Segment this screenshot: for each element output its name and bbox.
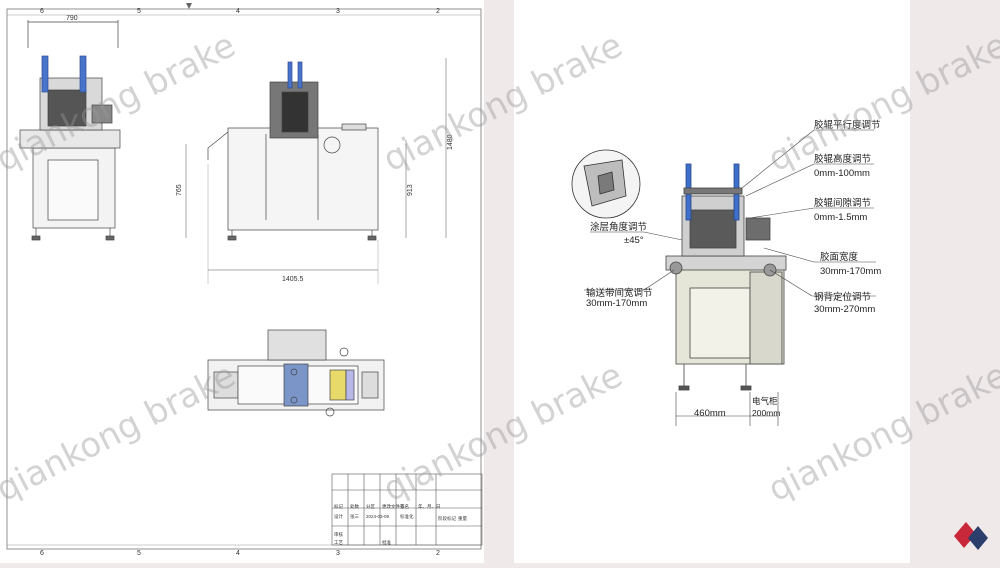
drawing-border (6, 8, 482, 550)
dim-overall-height: 1480 (447, 134, 454, 150)
coating-machine-illustration (665, 163, 787, 391)
annotated-machine-sheet: 胶辊平行度调节 胶辊高度调节 0mm-100mm 胶辊间隙调节 0mm-1.5m… (514, 0, 910, 563)
zone-number: 3 (336, 8, 340, 15)
title-cell: 分区 (366, 503, 375, 510)
title-cell: 更改文件号 (382, 503, 405, 510)
zone-number: 6 (40, 8, 44, 15)
label-steel-back-range: 30mm-270mm (814, 304, 875, 315)
brand-logo-icon (954, 522, 988, 550)
side-view (185, 58, 447, 284)
label-steel-back: 钢背定位调节 (814, 291, 871, 303)
zone-number: 6 (40, 550, 44, 557)
zone-number: 4 (236, 550, 240, 557)
label-coating-angle-range: ±45° (624, 235, 644, 246)
title-block (331, 473, 483, 546)
title-cell: 处数 (350, 503, 359, 510)
label-roller-height-range: 0mm-100mm (814, 168, 870, 179)
engineering-drawing-sheet: 6 5 4 3 2 6 5 4 3 2 790 (0, 0, 484, 563)
title-cell: 标准化 (400, 513, 414, 520)
zone-number: 2 (436, 550, 440, 557)
zone-number: 4 (236, 8, 240, 15)
label-coating-angle: 涂层角度调节 (590, 221, 647, 233)
label-surface-width: 胶面宽度 (820, 251, 859, 263)
drawing-canvas: 6 5 4 3 2 6 5 4 3 2 790 (6, 3, 483, 557)
dim-side-length: 1405.5 (282, 276, 304, 283)
title-cell: 批准 (382, 539, 391, 546)
annotated-canvas: 胶辊平行度调节 胶辊高度调节 0mm-100mm 胶辊间隙调节 0mm-1.5m… (571, 119, 881, 426)
leader-lines (584, 129, 876, 426)
label-roller-gap: 胶辊间隙调节 (814, 197, 871, 209)
label-surface-width-range: 30mm-170mm (820, 266, 881, 277)
label-cabinet: 电气柜 (752, 396, 778, 406)
zone-number: 5 (137, 550, 141, 557)
title-cell: 重量 (458, 515, 467, 522)
dim-table-height: 913 (407, 184, 414, 196)
label-roller-height: 胶辊高度调节 (814, 153, 871, 165)
label-roller-gap-range: 0mm-1.5mm (814, 212, 867, 223)
dim-front-width: 790 (66, 15, 78, 22)
title-cell: 2024-03-09 (366, 514, 390, 519)
dim-side-height: 765 (176, 184, 183, 196)
center-mark-icon (186, 3, 192, 9)
title-cell: 张三 (350, 513, 359, 520)
zone-number: 3 (336, 550, 340, 557)
label-belt-width: 输送带间宽调节 (586, 287, 653, 299)
label-roller-parallel: 胶辊平行度调节 (814, 119, 881, 131)
label-belt-width-range: 30mm-170mm (586, 298, 647, 309)
top-view (207, 329, 385, 417)
title-cell: 设计 (334, 513, 343, 520)
zone-number: 2 (436, 8, 440, 15)
label-machine-width: 460mm (694, 408, 726, 419)
zone-number: 5 (137, 8, 141, 15)
label-cabinet-width: 200mm (752, 408, 780, 418)
title-cell: 工艺 (334, 540, 343, 545)
title-cell: 签名 (400, 503, 409, 510)
title-cell: 审核 (334, 531, 343, 538)
title-cell: 标记 (334, 503, 343, 510)
title-cell: 阶段标记 (438, 515, 456, 522)
detail-view (571, 149, 641, 219)
title-cell: 年、月、日 (418, 503, 441, 510)
front-view (19, 20, 121, 241)
